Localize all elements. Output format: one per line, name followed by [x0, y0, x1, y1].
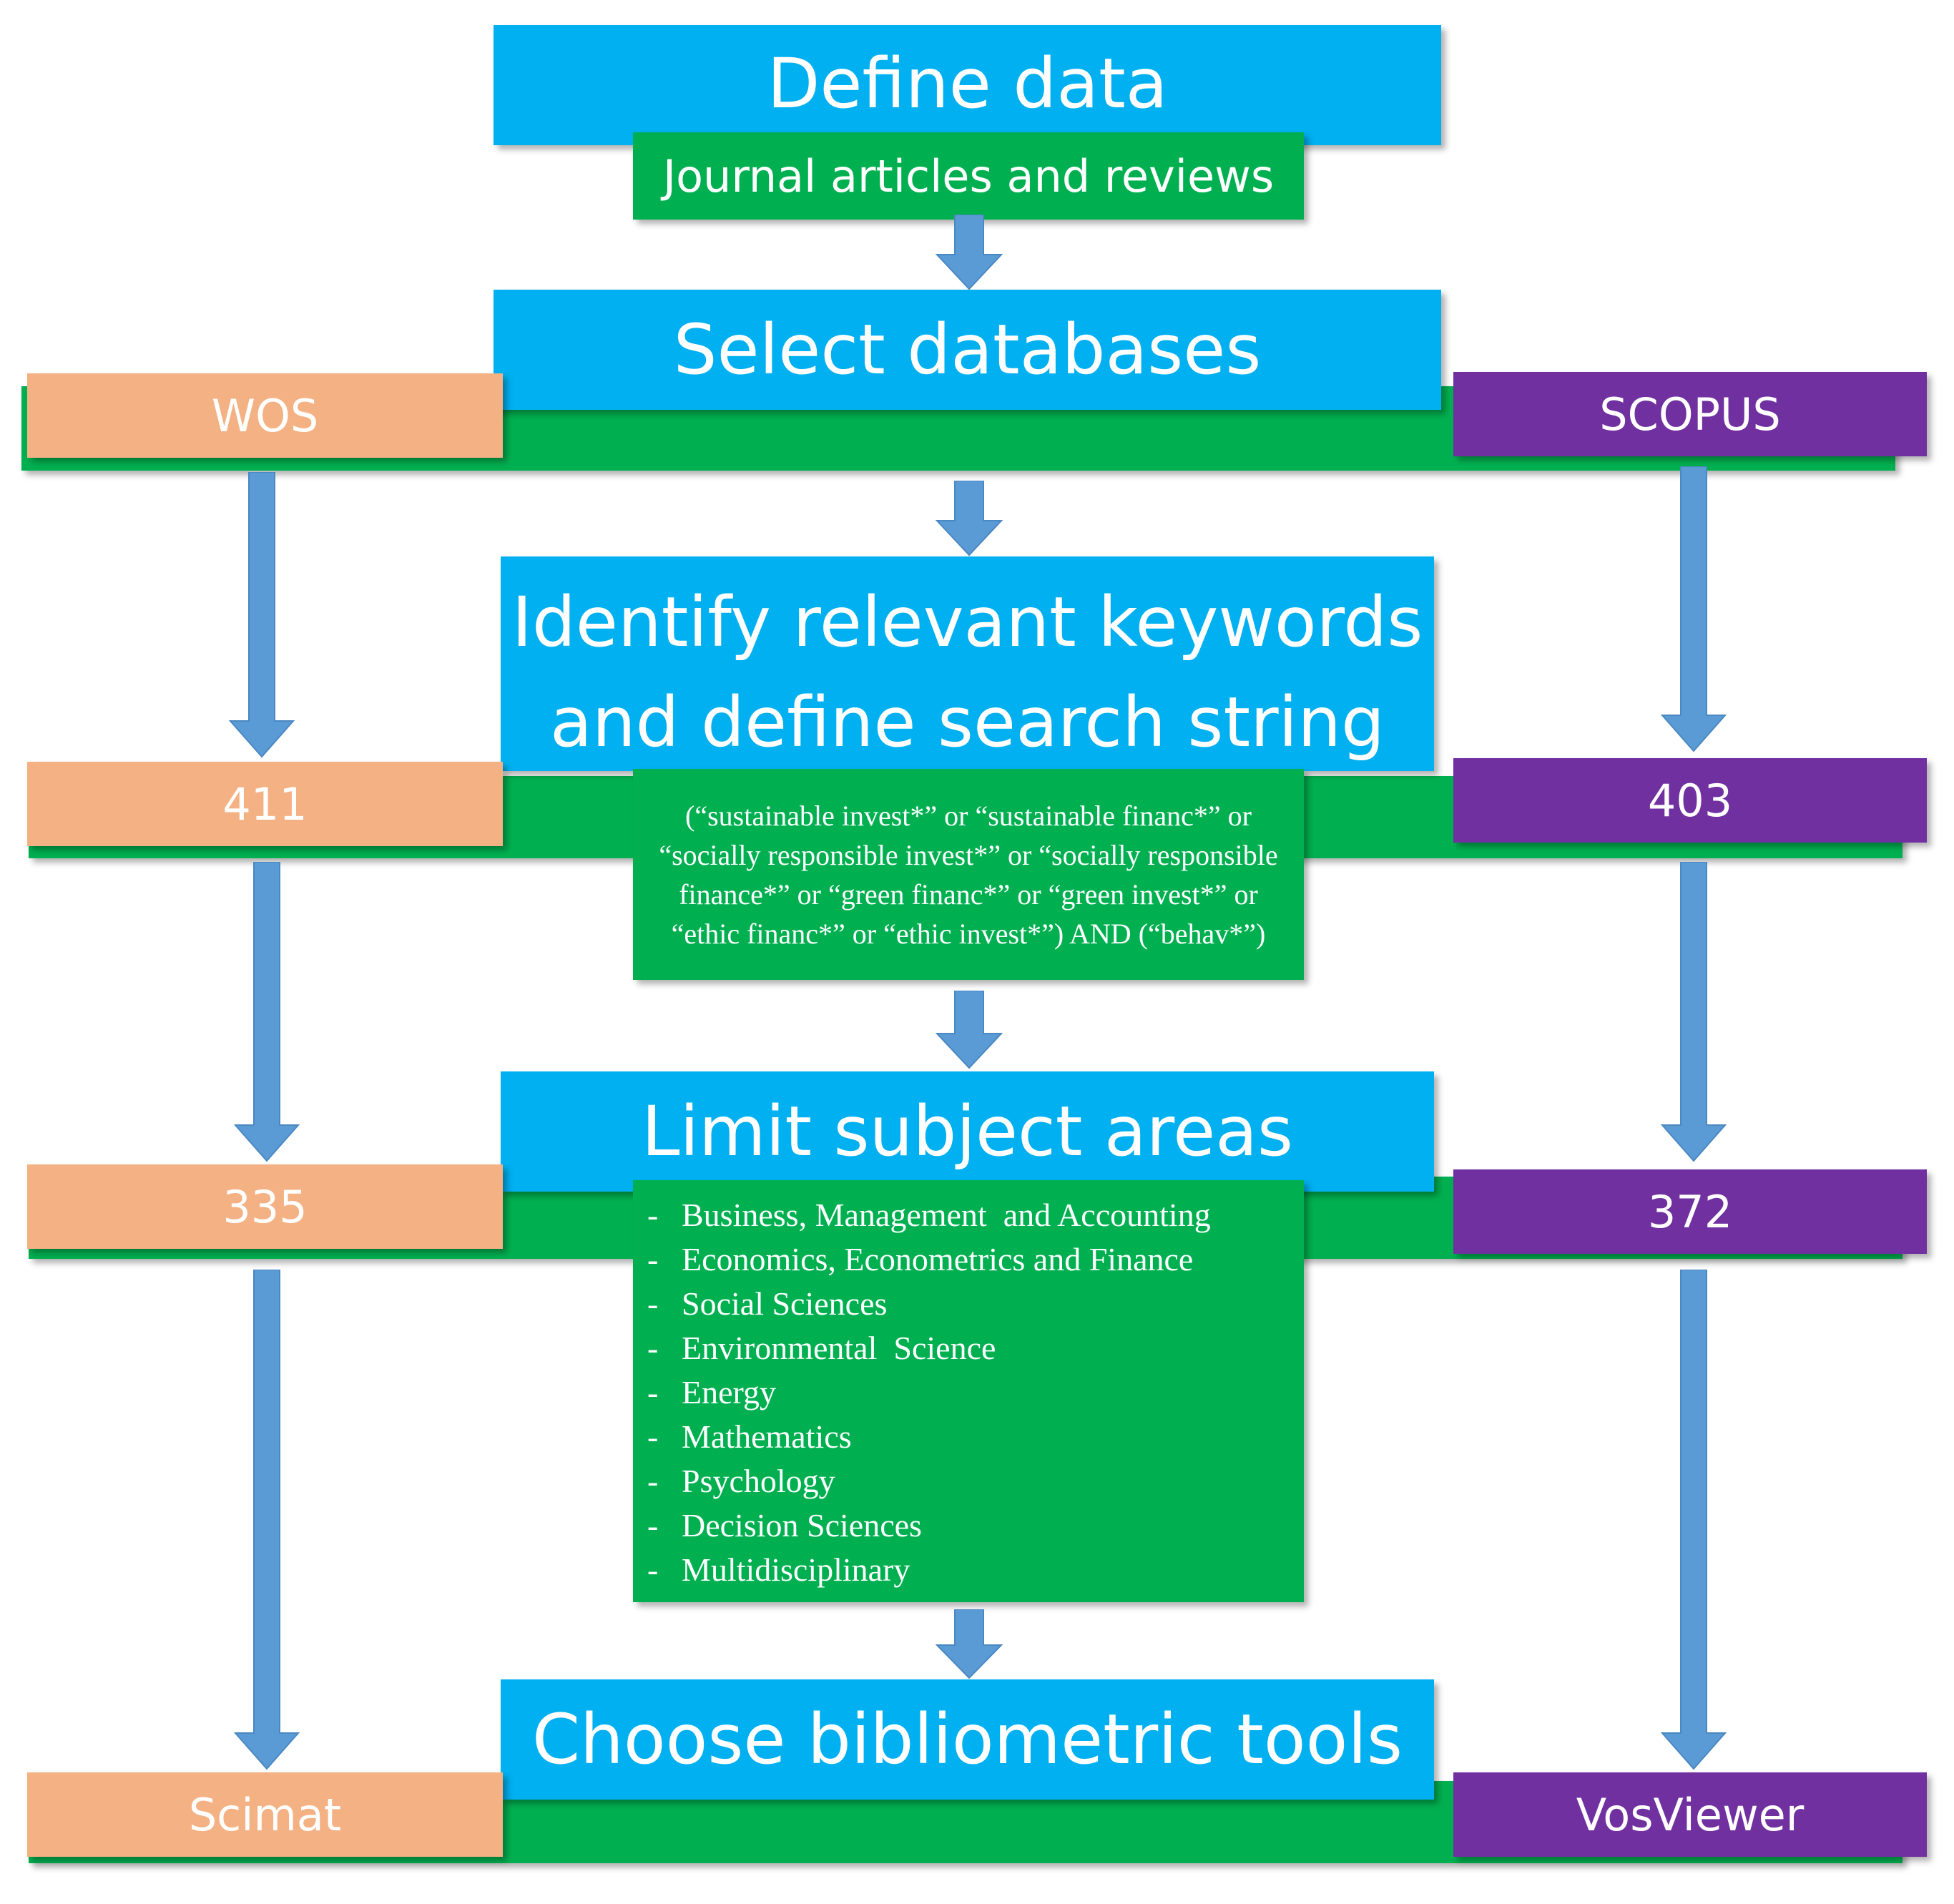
limit-subjects-step: Limit subject areas: [501, 1071, 1434, 1192]
wos-tool: Scimat: [188, 1788, 342, 1841]
down-arrow-icon: [935, 215, 1003, 290]
wos-tool-box: Scimat: [27, 1772, 503, 1857]
bullet-dash: -: [647, 1330, 659, 1366]
arrow-identify-to-limit: [935, 991, 1003, 1069]
identify-keywords-step: Identify relevant keywords and define se…: [501, 556, 1434, 771]
subject-area-label: Social Sciences: [682, 1285, 888, 1322]
subject-area-label: Energy: [682, 1374, 777, 1410]
identify-keywords-title-line1: Identify relevant keywords: [511, 582, 1423, 662]
bullet-dash: -: [647, 1285, 659, 1322]
identify-keywords-title-line2: and define search string: [550, 682, 1385, 762]
arrow-wos-to-411: [228, 472, 295, 758]
bullet-dash: -: [647, 1463, 659, 1499]
subject-area-item: -Economics, Econometrics and Finance: [647, 1237, 1193, 1282]
bullet-dash: -: [647, 1241, 659, 1277]
subject-area-label: Mathematics: [682, 1418, 852, 1455]
select-databases-title: Select databases: [673, 310, 1262, 390]
subject-area-item: -Energy: [647, 1370, 776, 1415]
subject-area-label: Environmental Science: [682, 1330, 996, 1366]
subject-area-item: -Psychology: [647, 1459, 835, 1503]
down-arrow-icon: [1660, 862, 1727, 1162]
wos-label: WOS: [211, 389, 319, 442]
subject-area-label: Economics, Econometrics and Finance: [682, 1241, 1194, 1277]
define-data-title: Define data: [767, 44, 1168, 124]
scopus-subject-count-box: 372: [1453, 1169, 1927, 1254]
down-arrow-icon: [233, 862, 300, 1162]
scopus-search-count-box: 403: [1453, 758, 1927, 843]
arrow-scopus-to-403: [1660, 466, 1727, 752]
wos-subject-count-box: 335: [27, 1164, 503, 1249]
arrow-372-to-vosviewer: [1660, 1270, 1727, 1770]
bullet-dash: -: [647, 1551, 659, 1588]
choose-tools-step: Choose bibliometric tools: [501, 1679, 1434, 1800]
wos-search-count-box: 411: [27, 762, 503, 846]
wos-search-count: 411: [222, 777, 308, 830]
scopus-tool: VosViewer: [1576, 1788, 1805, 1841]
down-arrow-icon: [935, 481, 1003, 556]
scopus-label: SCOPUS: [1599, 388, 1781, 441]
scopus-tool-box: VosViewer: [1453, 1772, 1927, 1857]
down-arrow-icon: [935, 991, 1003, 1069]
subject-areas-list: -Business, Management and Accounting-Eco…: [633, 1180, 1304, 1602]
subject-area-label: Multidisciplinary: [682, 1551, 910, 1588]
arrow-limit-to-tools: [935, 1609, 1003, 1679]
limit-subjects-title: Limit subject areas: [641, 1091, 1294, 1172]
bullet-dash: -: [647, 1418, 659, 1455]
define-data-detail: Journal articles and reviews: [633, 132, 1304, 220]
subject-area-item: -Mathematics: [647, 1415, 852, 1459]
subject-area-label: Business, Management and Accounting: [682, 1197, 1211, 1233]
down-arrow-icon: [228, 472, 295, 758]
bullet-dash: -: [647, 1507, 659, 1544]
bullet-dash: -: [647, 1197, 659, 1233]
search-string-box: (“sustainable invest*” or “sustainable f…: [633, 769, 1304, 980]
wos-subject-count: 335: [222, 1180, 308, 1233]
arrow-411-to-335: [233, 862, 300, 1162]
subject-area-item: -Business, Management and Accounting: [647, 1193, 1211, 1237]
define-data-sub: Journal articles and reviews: [662, 149, 1275, 202]
arrow-define-to-select: [935, 215, 1003, 290]
subject-area-item: -Decision Sciences: [647, 1503, 922, 1548]
subject-area-label: Decision Sciences: [682, 1507, 922, 1544]
arrow-select-to-identify: [935, 481, 1003, 556]
down-arrow-icon: [233, 1270, 300, 1770]
down-arrow-icon: [935, 1609, 1003, 1679]
select-databases-step: Select databases: [494, 290, 1441, 410]
search-string: (“sustainable invest*” or “sustainable f…: [659, 799, 1278, 950]
down-arrow-icon: [1660, 1270, 1727, 1770]
define-data-step: Define data: [494, 25, 1441, 145]
arrow-335-to-scimat: [233, 1270, 300, 1770]
scopus-database-box: SCOPUS: [1453, 372, 1927, 456]
subject-area-item: -Social Sciences: [647, 1282, 887, 1326]
subject-area-item: -Environmental Science: [647, 1326, 996, 1370]
arrow-403-to-372: [1660, 862, 1727, 1162]
scopus-search-count: 403: [1647, 774, 1733, 827]
subject-area-label: Psychology: [682, 1463, 835, 1499]
bullet-dash: -: [647, 1374, 659, 1410]
wos-database-box: WOS: [27, 373, 503, 458]
subject-area-item: -Multidisciplinary: [647, 1548, 910, 1592]
scopus-subject-count: 372: [1647, 1185, 1733, 1238]
choose-tools-title: Choose bibliometric tools: [531, 1699, 1403, 1780]
down-arrow-icon: [1660, 466, 1727, 752]
